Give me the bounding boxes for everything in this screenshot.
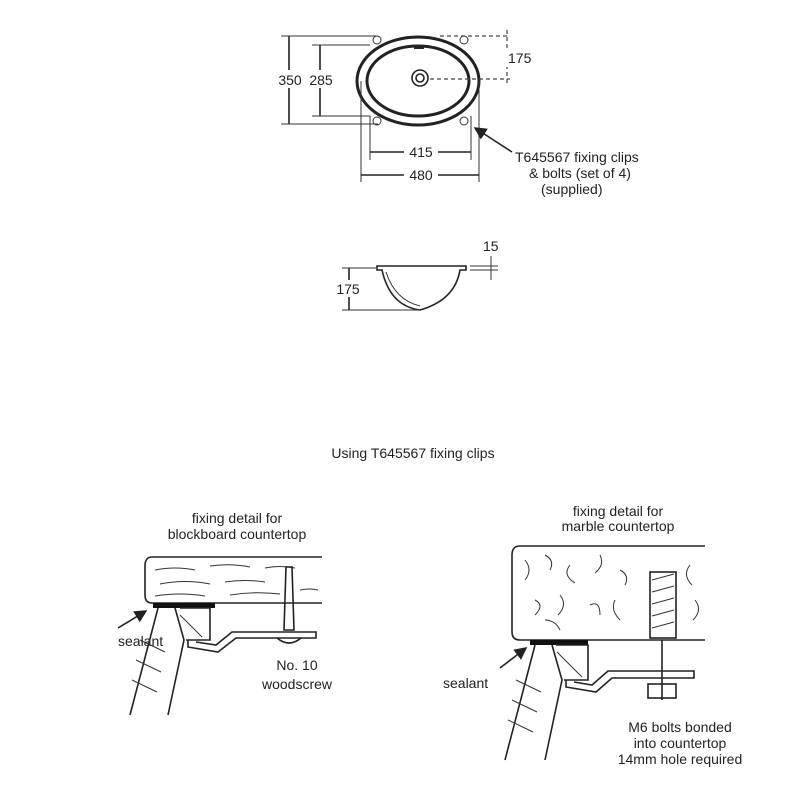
clip-note-line3: (supplied) (541, 181, 602, 197)
bolt-label-line3: 14mm hole required (618, 751, 743, 767)
sealant-strip (153, 603, 215, 608)
waste-outlet-icon (411, 69, 429, 87)
marble-title-line1: fixing detail for (573, 503, 664, 519)
section-title: Using T645567 fixing clips (331, 445, 494, 461)
dim-overall-width: 480 (409, 167, 433, 183)
marble-title-line2: marble countertop (562, 518, 675, 534)
basin-top-view: 350 285 175 415 480 T645567 fixing clips… (275, 30, 639, 197)
blockboard-title-line2: blockboard countertop (168, 526, 307, 542)
overflow-icon (414, 46, 424, 49)
marble-sealant-strip (530, 640, 588, 645)
blockboard-sealant-label: sealant (118, 633, 163, 649)
blockboard-title-line1: fixing detail for (192, 510, 283, 526)
dim-overall-depth: 350 (278, 72, 302, 88)
screw-label-line2: woodscrew (261, 676, 333, 692)
dim-rim: 15 (483, 238, 499, 254)
blockboard-detail: fixing detail for blockboard countertop … (117, 510, 333, 716)
woodscrew-icon (283, 566, 295, 631)
clip-note-line2: & bolts (set of 4) (529, 165, 631, 181)
blockboard-countertop (144, 556, 322, 604)
dim-waste-offset: 175 (508, 50, 532, 66)
dim-bowl-width: 415 (409, 144, 433, 160)
marble-sealant-label: sealant (443, 675, 488, 691)
basin-side-view: 15 175 15 (333, 238, 499, 311)
marble-fixing-clip (565, 670, 695, 693)
bolt-label-line2: into countertop (634, 735, 727, 751)
nut-icon (647, 683, 677, 699)
dim-side-height: 175 (336, 281, 360, 297)
clip-note-line1: T645567 fixing clips (515, 149, 639, 165)
m6-bolt-icon (649, 571, 677, 639)
marble-detail: fixing detail for marble countertop seal… (443, 503, 742, 767)
bolt-label-line1: M6 bolts bonded (628, 719, 732, 735)
fixing-clip (187, 631, 317, 653)
marble-countertop (511, 545, 705, 641)
basin-rim-section (129, 607, 211, 716)
screw-label-line1: No. 10 (276, 657, 317, 673)
fixing-clip-icons (372, 35, 469, 126)
leader-arrow (473, 127, 513, 153)
dim-bowl-depth: 285 (309, 72, 333, 88)
